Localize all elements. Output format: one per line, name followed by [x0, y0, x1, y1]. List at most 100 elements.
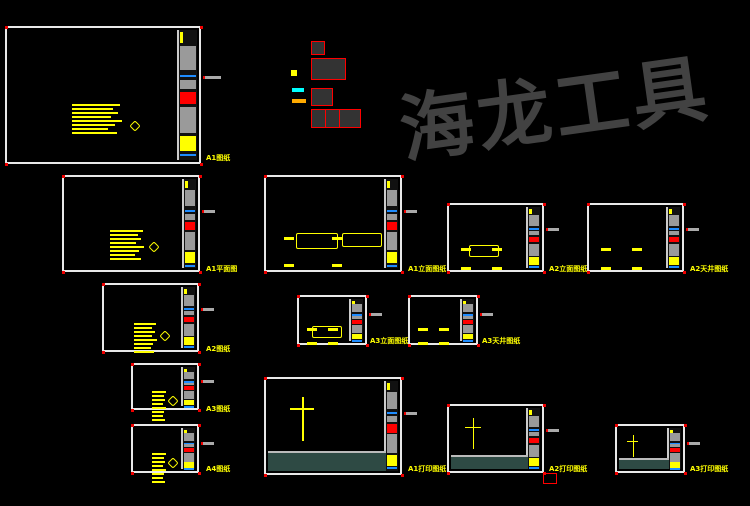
title-block-info: [387, 189, 397, 207]
drawing-sheet[interactable]: [447, 404, 546, 475]
title-block-stamp: [669, 236, 679, 243]
title-block-line: [387, 209, 397, 212]
title-block-logo: [670, 430, 673, 434]
sheet-corner-grip: [102, 283, 105, 286]
drawing-sheet[interactable]: [62, 175, 202, 274]
north-symbol: [159, 330, 171, 342]
title-block-line: [184, 346, 194, 349]
title-block: [460, 299, 474, 343]
sheet-tag: [369, 313, 382, 316]
title-block-info: [184, 444, 194, 448]
notes-text-block: [152, 390, 167, 423]
notes-text-block: [72, 103, 124, 136]
sheet-corner-grip: [199, 271, 202, 274]
sheet-corner-grip: [62, 175, 65, 178]
sheet-label: A3立面图纸: [370, 337, 409, 345]
title-block-info: [387, 415, 397, 423]
dimension-mark: [284, 264, 294, 268]
drawing-sheet[interactable]: [102, 283, 201, 355]
sheet-corner-grip: [408, 344, 411, 347]
title-block-line: [184, 380, 194, 383]
title-block-info: [184, 310, 194, 316]
sheet-corner-grip: [264, 474, 267, 477]
sheet-corner-grip: [447, 203, 450, 206]
sheet-corner-grip: [587, 203, 590, 206]
drawing-sheet[interactable]: [408, 295, 480, 347]
title-block: [181, 367, 195, 408]
sheet-tag: [203, 75, 222, 79]
drawing-sheet[interactable]: [131, 363, 201, 421]
drawing-sheet[interactable]: [615, 424, 687, 475]
sheet-corner-grip: [683, 271, 686, 274]
sheet-corner-grip: [401, 175, 404, 178]
title-block: [384, 381, 398, 471]
title-block-info: [352, 304, 362, 313]
notes-line: [72, 123, 115, 126]
notes-line: [109, 250, 140, 253]
drawing-sheet[interactable]: [131, 424, 201, 483]
drawing-sheet[interactable]: [264, 175, 404, 274]
title-block-line: [670, 468, 680, 471]
title-block-logo: [387, 383, 390, 391]
sheet-tag: [201, 441, 214, 445]
notes-line: [72, 131, 117, 134]
drawing-sheet[interactable]: [264, 377, 404, 477]
title-block-line: [387, 412, 397, 415]
title-block-info: [184, 294, 194, 306]
title-block: [181, 287, 195, 349]
dimension-mark: [438, 342, 449, 345]
sheet-corner-grip: [200, 26, 203, 29]
sheet-corner-grip: [587, 271, 590, 274]
drawing-sheet[interactable]: [297, 295, 369, 347]
drawing-sheet[interactable]: [447, 203, 546, 274]
legend-item: [311, 58, 346, 80]
title-block-notes: [670, 462, 680, 468]
print-info-panel: [268, 451, 386, 471]
axis-line-v: [472, 418, 475, 450]
title-block-line: [529, 429, 539, 432]
drawing-sheet[interactable]: [587, 203, 686, 274]
dimension-mark: [332, 264, 342, 268]
title-block-logo: [184, 369, 187, 373]
title-block-line: [180, 154, 196, 157]
title-block-info: [387, 392, 397, 409]
title-block-info: [387, 213, 397, 220]
sheet-label: A4图纸: [206, 465, 231, 473]
room-outline: [468, 245, 499, 257]
title-block-info: [185, 231, 195, 250]
dimension-mark: [632, 267, 643, 271]
sheet-corner-grip: [297, 295, 300, 298]
notes-line: [134, 330, 155, 333]
notes-line: [109, 258, 141, 261]
sheet-label: A1打印图纸: [408, 465, 447, 473]
dimension-mark: [492, 247, 503, 251]
title-block-info: [529, 230, 539, 236]
dimension-mark: [600, 247, 611, 251]
title-block-info: [352, 324, 362, 334]
sheet-corner-grip: [615, 424, 618, 427]
dimension-mark: [417, 328, 428, 331]
title-block-line: [529, 266, 539, 269]
notes-line: [109, 234, 138, 237]
title-block-logo: [185, 181, 188, 189]
room-outline: [312, 326, 342, 338]
notes-line: [152, 472, 165, 475]
title-block-info: [387, 231, 397, 250]
sheet-tag: [201, 307, 214, 311]
sheet-corner-grip: [366, 295, 369, 298]
title-block-info: [669, 230, 679, 236]
sheet-corner-grip: [477, 295, 480, 298]
drawing-sheet[interactable]: [5, 26, 203, 166]
sheet-tag: [546, 428, 559, 432]
north-symbol: [167, 395, 179, 407]
notes-line: [109, 230, 143, 233]
title-block: [666, 207, 680, 269]
title-block-stamp: [529, 236, 539, 243]
notes-text-block: [134, 322, 158, 355]
sheet-corner-grip: [408, 295, 411, 298]
notes-line: [152, 456, 164, 459]
title-block-notes: [184, 399, 194, 405]
axis-line-v: [302, 396, 304, 441]
title-block-stamp: [185, 221, 195, 230]
